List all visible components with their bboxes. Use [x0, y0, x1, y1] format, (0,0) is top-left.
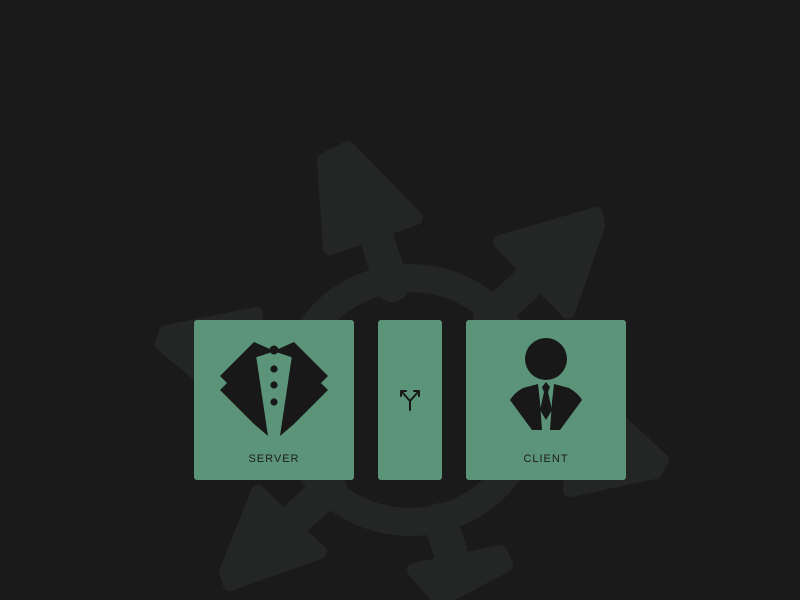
- server-label: SERVER: [248, 453, 300, 465]
- client-label: CLIENT: [523, 453, 569, 465]
- split-arrows-icon: [400, 390, 420, 411]
- business-person-icon: [510, 338, 582, 430]
- client-button[interactable]: CLIENT: [466, 320, 626, 480]
- tuxedo-icon: [220, 342, 328, 436]
- mode-toggle-button[interactable]: [378, 320, 442, 480]
- server-button[interactable]: SERVER: [194, 320, 354, 480]
